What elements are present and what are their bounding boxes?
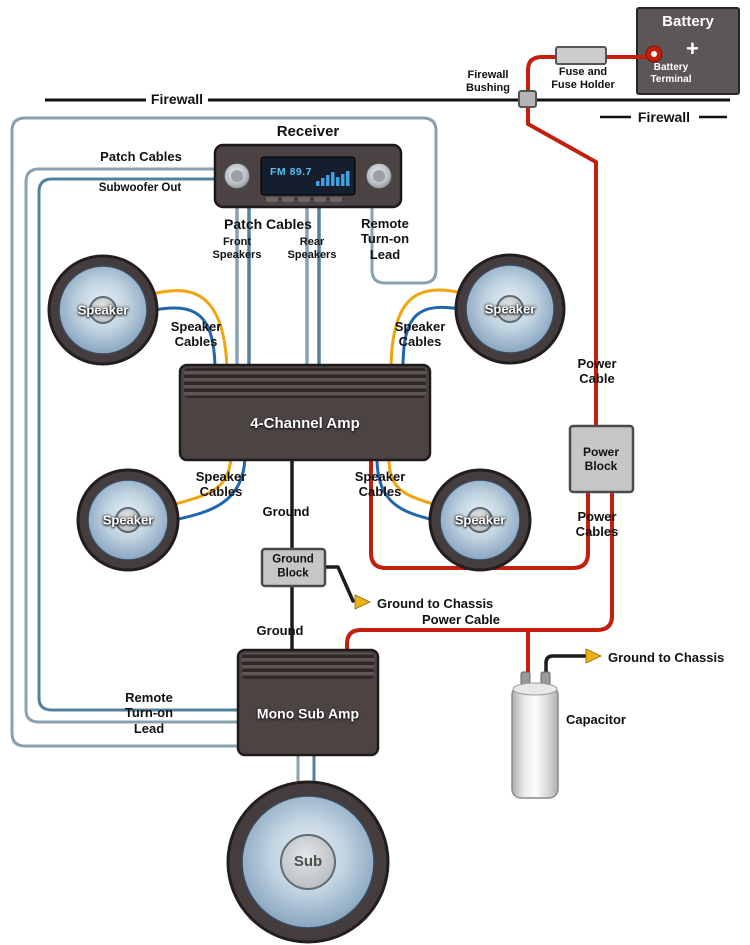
patch-cables-center-label: Patch Cables — [224, 216, 312, 232]
power-cable-bottom-label: Power Cable — [421, 612, 501, 627]
ground-top-label: Ground — [262, 504, 310, 519]
power-cable-right-label: Power Cable — [577, 356, 617, 387]
speaker-cables-rl-label: Speaker Cables — [195, 469, 247, 500]
speaker-fr-label: Speaker — [484, 301, 536, 317]
subwoofer-out-label: Subwoofer Out — [98, 182, 182, 194]
remote-turn-on-lead-wire — [10, 116, 438, 748]
mono-sub-amp-fins — [242, 653, 374, 679]
firewall-bushing-label: Firewall Bushing — [466, 69, 510, 94]
capacitor-label: Capacitor — [566, 712, 626, 727]
speaker-rr-label: Speaker — [454, 512, 506, 528]
ground-wire-capacitor-to-chassis — [544, 654, 588, 684]
chassis-lug-icon-1 — [354, 594, 371, 610]
firewall-bushing-box — [518, 90, 537, 108]
four-channel-amp-label: 4-Channel Amp — [250, 415, 360, 433]
power-block-box — [568, 424, 635, 494]
speaker-rear-right — [428, 468, 532, 572]
speaker-cable-rl-blue — [172, 456, 247, 522]
mono-sub-amp-label: Mono Sub Amp — [256, 705, 360, 722]
speaker-cable-fr-blue — [401, 305, 462, 370]
speaker-cable-fr-yellow — [389, 288, 464, 370]
ground-to-chassis-1-label: Ground to Chassis — [377, 596, 494, 611]
battery-label: Battery — [662, 13, 714, 30]
capacitor-body — [511, 685, 559, 799]
receiver-buttons — [266, 197, 342, 202]
capacitor — [511, 671, 559, 799]
front-speakers-label: Front Speakers — [212, 236, 262, 261]
firewall-label-right: Firewall — [637, 109, 691, 125]
power-cables-label: Power Cables — [575, 509, 619, 540]
patch-cables-left-label: Patch Cables — [100, 149, 182, 164]
power-block-label: Power Block — [582, 444, 620, 473]
battery-plus-sign: + — [686, 36, 699, 61]
battery-terminal-hole — [651, 51, 657, 57]
sub-label: Sub — [293, 853, 323, 871]
remote-turn-on-lead-top-label: Remote Turn-on Lead — [360, 216, 410, 262]
signal-bars-icon — [316, 171, 350, 186]
speaker-front-left — [47, 254, 159, 366]
receiver-display-text: FM 89.7 — [270, 166, 313, 178]
subwoofer — [226, 780, 390, 944]
speaker-front-right — [454, 253, 566, 365]
subwoofer-patch-wire-1 — [24, 167, 244, 724]
receiver — [213, 143, 403, 209]
fuse-holder-label: Fuse and Fuse Holder — [551, 66, 615, 91]
speaker-rl-label: Speaker — [102, 512, 154, 528]
battery-terminal-label: Battery Terminal — [650, 62, 692, 85]
ground-bottom-label: Ground — [256, 623, 304, 638]
receiver-label: Receiver — [276, 123, 340, 140]
ground-block-label: Ground Block — [272, 553, 314, 579]
speaker-cable-rr-blue — [375, 456, 436, 522]
tuning-knob-center — [373, 170, 385, 182]
speaker-cable-rr-yellow — [387, 456, 438, 507]
power-cable-block-to-monoamp-wire — [345, 488, 614, 660]
four-channel-amp-fins — [184, 368, 426, 398]
remote-turn-on-lead-bottom-label: Remote Turn-on Lead — [124, 690, 174, 736]
subwoofer-patch-wire-2 — [37, 177, 244, 712]
rear-speakers-label: Rear Speakers — [287, 236, 337, 261]
four-channel-amp — [178, 363, 432, 462]
speaker-rear-left — [76, 468, 180, 572]
volume-knob-center — [231, 170, 243, 182]
battery-box — [636, 7, 740, 95]
chassis-lug-icon-2 — [585, 648, 602, 664]
speaker-cable-rl-yellow — [170, 456, 233, 507]
speaker-cables-fr-label: Speaker Cables — [394, 319, 446, 350]
ground-to-chassis-2-label: Ground to Chassis — [608, 650, 725, 665]
speaker-cables-rr-label: Speaker Cables — [354, 469, 406, 500]
speaker-fl-label: Speaker — [77, 302, 129, 318]
speaker-cable-fl-blue — [152, 306, 217, 370]
fuse-holder-box — [555, 46, 607, 65]
speaker-cables-fl-label: Speaker Cables — [170, 319, 222, 350]
mono-sub-amp — [236, 648, 380, 757]
ground-block-box — [260, 547, 327, 588]
firewall-label-left: Firewall — [145, 91, 209, 108]
speaker-cable-fl-yellow — [150, 289, 229, 370]
capacitor-top — [512, 682, 558, 696]
